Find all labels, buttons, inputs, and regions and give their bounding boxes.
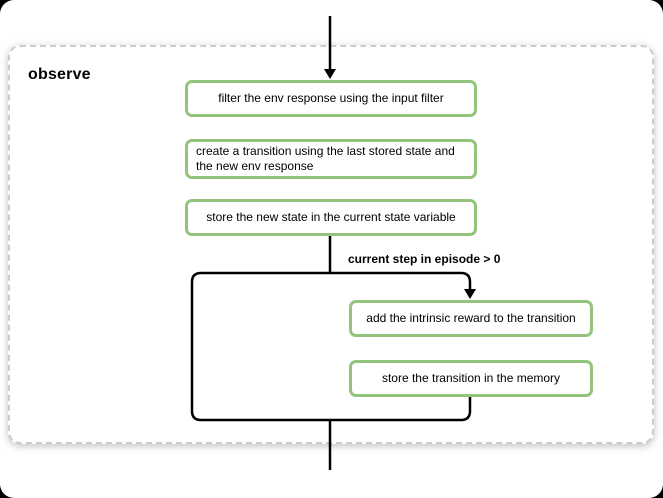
flow-step-store-new-state: store the new state in the current state… [185, 199, 477, 236]
flow-step-add-intrinsic-reward: add the intrinsic reward to the transiti… [349, 300, 593, 337]
flow-step-store-transition-memory: store the transition in the memory [349, 360, 593, 397]
flow-step-filter-env-response: filter the env response using the input … [185, 80, 477, 117]
diagram-title: observe [28, 66, 91, 83]
branch-condition-label: current step in episode > 0 [348, 252, 501, 266]
merge-connector [330, 397, 472, 422]
true-branch-arrowhead-icon [464, 289, 476, 299]
true-branch-connector [330, 271, 472, 290]
incoming-arrowhead-icon [324, 69, 336, 79]
flow-step-create-transition: create a transition using the last store… [185, 139, 477, 179]
skip-branch-connector [190, 271, 330, 422]
